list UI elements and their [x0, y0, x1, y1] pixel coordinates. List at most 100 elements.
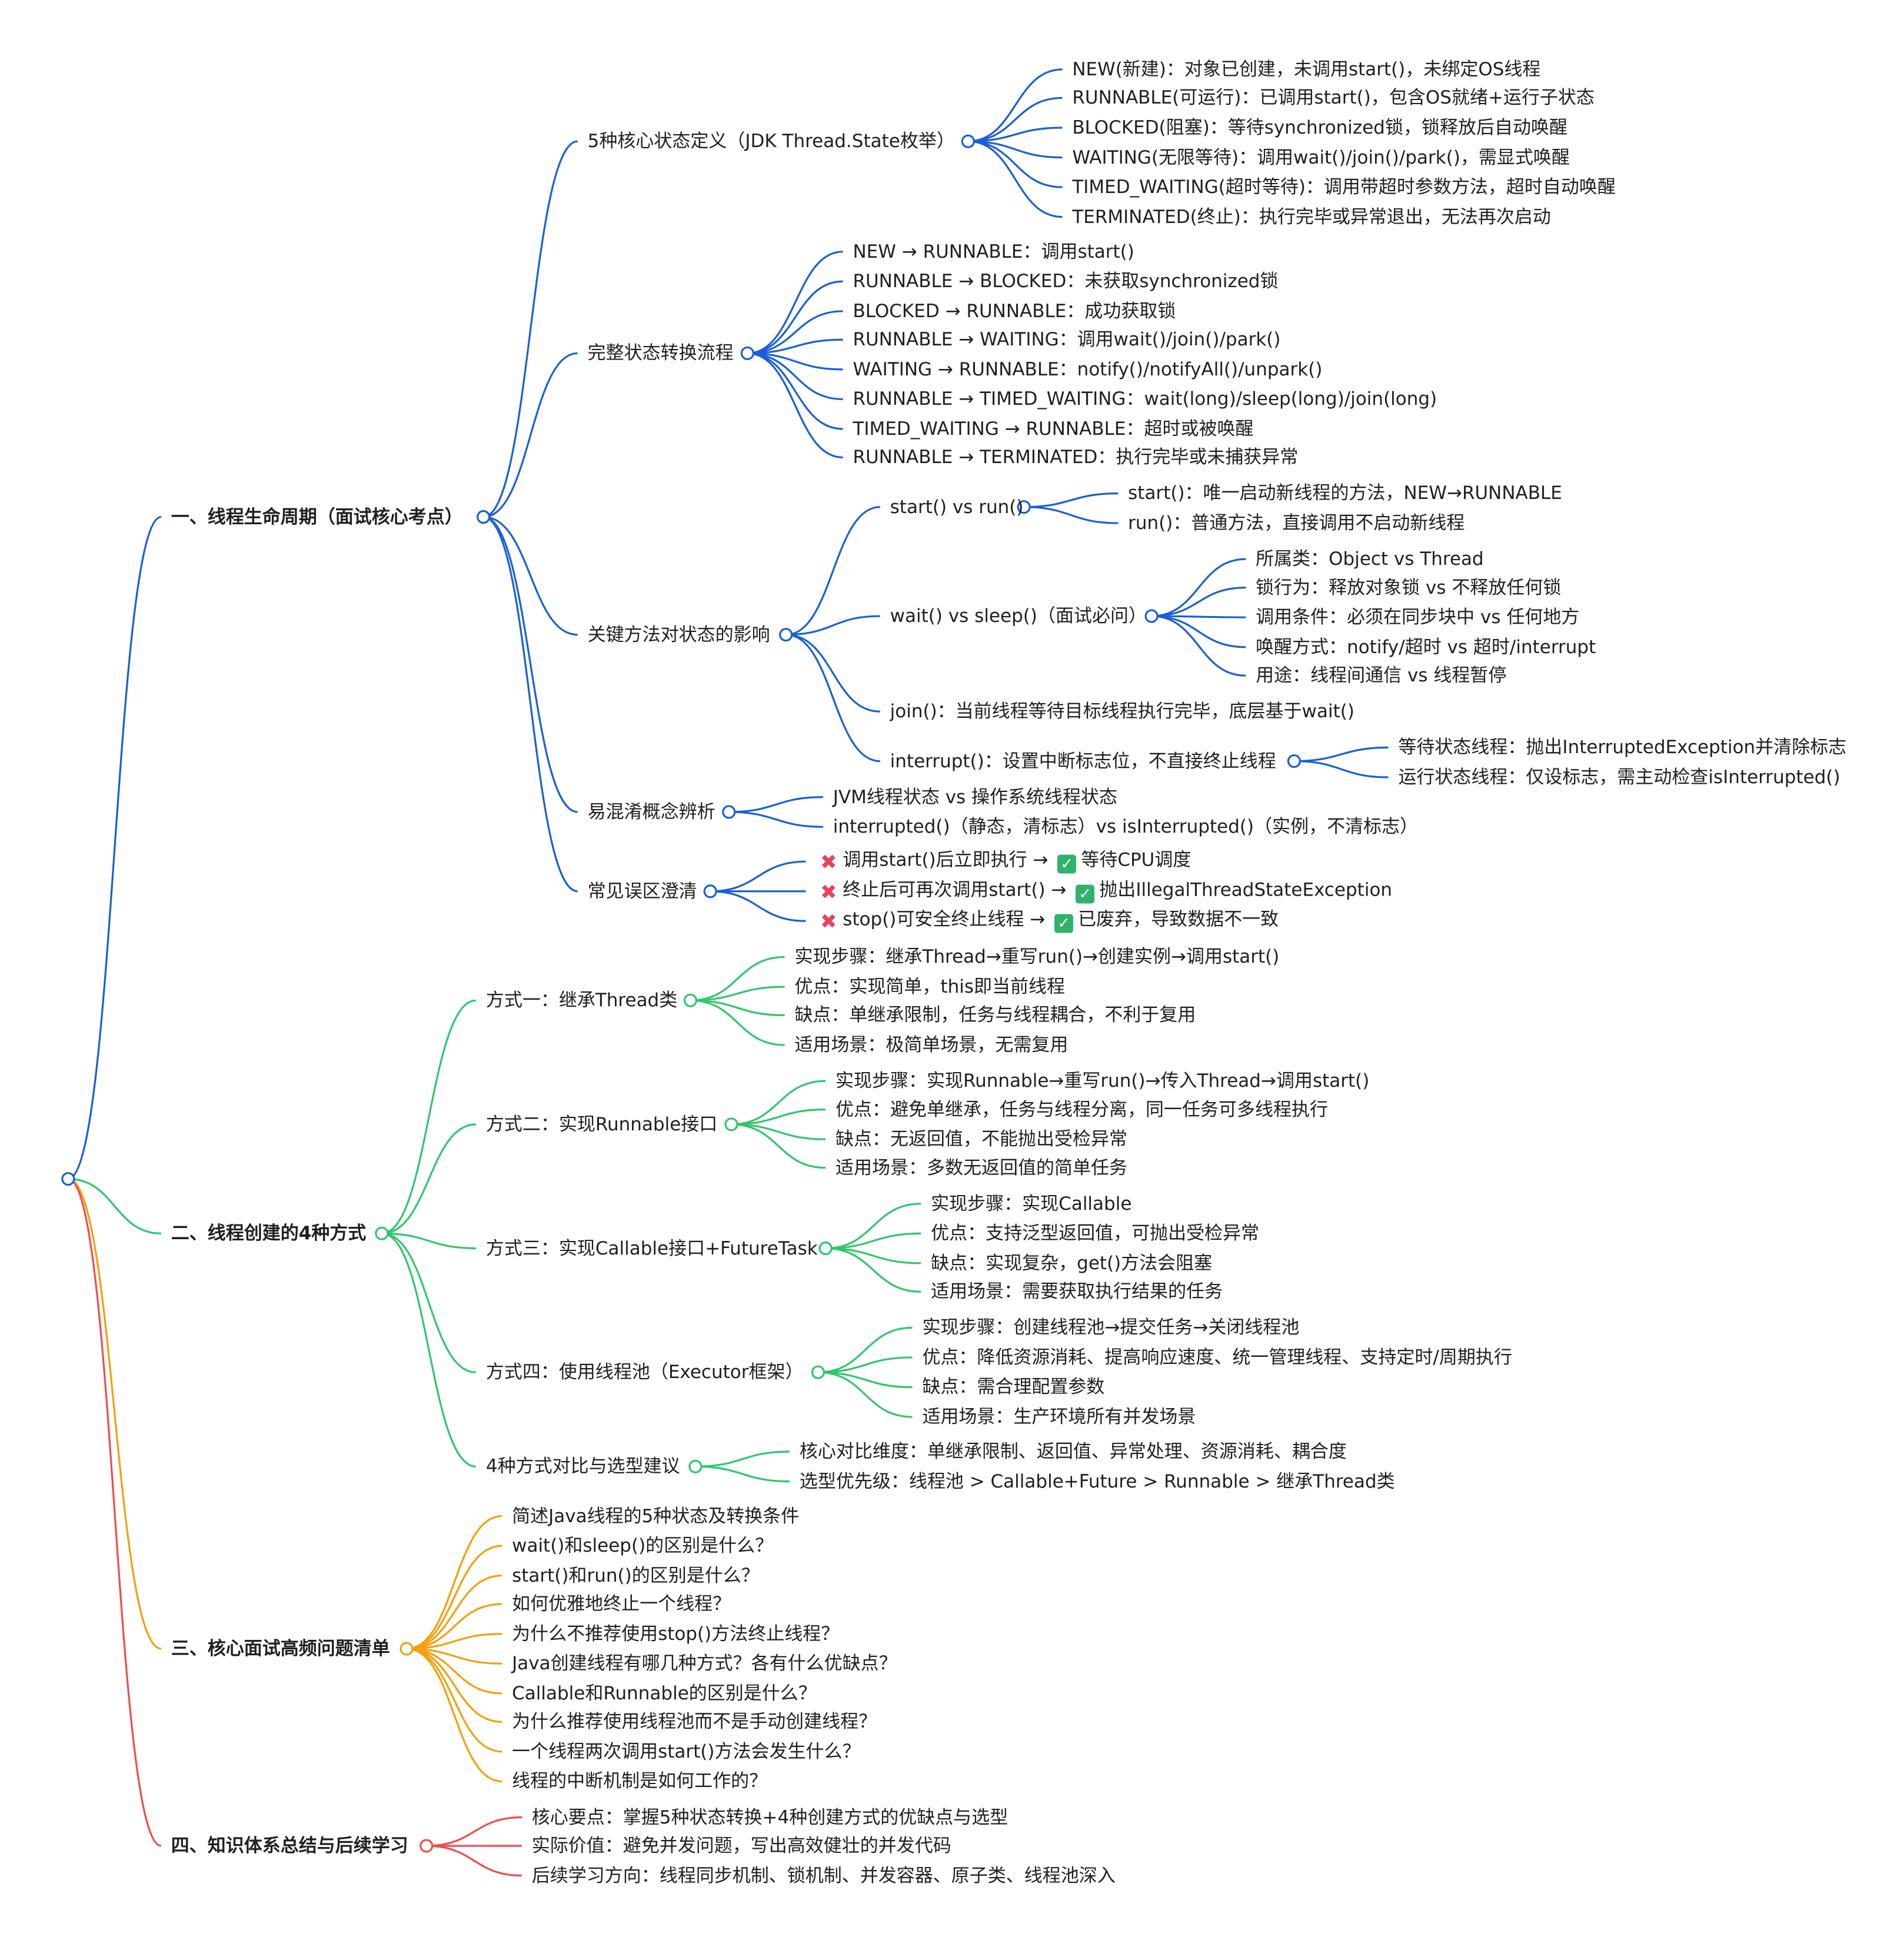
collapse-toggle-0-2-0[interactable] [1017, 500, 1031, 514]
node-0-2-0-0[interactable]: start()：唯一启动新线程的方法，NEW→RUNNABLE [1128, 482, 1562, 504]
collapse-toggle-0-1[interactable] [740, 346, 754, 361]
node-2-7[interactable]: 为什么推荐使用线程池而不是手动创建线程？ [512, 1711, 877, 1733]
collapse-toggle-1-1[interactable] [724, 1117, 738, 1132]
node-0-4-0[interactable]: ✖调用start()后立即执行 → ✓等待CPU调度 [815, 850, 1191, 874]
node-0-2-1-3[interactable]: 唤醒方式：notify/超时 vs 超时/interrupt [1256, 636, 1596, 658]
node-2-0[interactable]: 简述Java线程的5种状态及转换条件 [512, 1505, 800, 1527]
root-node[interactable] [61, 1172, 75, 1186]
node-0-2-1-1[interactable]: 锁行为：释放对象锁 vs 不释放任何锁 [1256, 577, 1562, 598]
node-0-1[interactable]: 完整状态转换流程 [587, 342, 734, 364]
node-0-0-0[interactable]: NEW(新建)：对象已创建，未调用start()，未绑定OS线程 [1072, 58, 1541, 80]
collapse-toggle-1-0[interactable] [683, 993, 698, 1007]
collapse-toggle-1[interactable] [375, 1226, 389, 1240]
node-1-0-2[interactable]: 缺点：单继承限制，任务与线程耦合，不利于复用 [794, 1004, 1196, 1026]
collapse-toggle-0-2-3[interactable] [1287, 754, 1301, 768]
node-0-2-3[interactable]: interrupt()：设置中断标志位，不直接终止线程 [890, 750, 1276, 772]
node-1-1-2[interactable]: 缺点：无返回值，不能抛出受检异常 [835, 1129, 1127, 1150]
node-1-1-3[interactable]: 适用场景：多数无返回值的简单任务 [835, 1157, 1127, 1179]
node-3-0[interactable]: 核心要点：掌握5种状态转换+4种创建方式的优缺点与选型 [531, 1806, 1008, 1828]
node-1[interactable]: 二、线程创建的4种方式 [171, 1223, 367, 1244]
node-0-0-5[interactable]: TERMINATED(终止)：执行完毕或异常退出，无法再次启动 [1072, 206, 1551, 228]
collapse-toggle-0[interactable] [477, 510, 491, 524]
node-0-4-1[interactable]: ✖终止后可再次调用start() → ✓抛出IllegalThreadState… [815, 879, 1392, 904]
node-0-0[interactable]: 5种核心状态定义（JDK Thread.State枚举） [587, 131, 955, 152]
node-1-0-0[interactable]: 实现步骤：继承Thread→重写run()→创建实例→调用start() [794, 946, 1280, 968]
collapse-toggle-3[interactable] [420, 1839, 434, 1853]
node-0-0-1[interactable]: RUNNABLE(可运行)：已调用start()，包含OS就绪+运行子状态 [1072, 87, 1595, 109]
node-1-2-3[interactable]: 适用场景：需要获取执行结果的任务 [931, 1281, 1223, 1303]
collapse-toggle-2[interactable] [400, 1642, 414, 1656]
node-2-2[interactable]: start()和run()的区别是什么？ [512, 1565, 760, 1586]
node-0-2-3-1[interactable]: 运行状态线程：仅设标志，需主动检查isInterrupted() [1398, 766, 1840, 788]
node-0-2-1-2[interactable]: 调用条件：必须在同步块中 vs 任何地方 [1256, 607, 1580, 628]
node-0-3-1[interactable]: interrupted()（静态，清标志）vs isInterrupted()（… [833, 816, 1419, 838]
check-mark-icon: ✓ [1054, 914, 1074, 933]
node-0-1-4[interactable]: WAITING → RUNNABLE：notify()/notifyAll()/… [853, 358, 1323, 380]
node-1-3-2[interactable]: 缺点：需合理配置参数 [922, 1376, 1105, 1398]
collapse-toggle-0-2[interactable] [779, 628, 793, 642]
node-3-2[interactable]: 后续学习方向：线程同步机制、锁机制、并发容器、原子类、线程池深入 [531, 1865, 1116, 1886]
node-1-2-1[interactable]: 优点：支持泛型返回值，可抛出受检异常 [931, 1223, 1260, 1244]
node-3-1[interactable]: 实际价值：避免并发问题，写出高效健壮的并发代码 [531, 1835, 951, 1856]
node-0-2-3-0[interactable]: 等待状态线程：抛出InterruptedException并清除标志 [1398, 737, 1847, 758]
collapse-toggle-1-3[interactable] [811, 1365, 825, 1379]
node-0-1-2[interactable]: BLOCKED → RUNNABLE：成功获取锁 [853, 300, 1176, 322]
node-1-3-0[interactable]: 实现步骤：创建线程池→提交任务→关闭线程池 [922, 1317, 1300, 1339]
node-0-4-2[interactable]: ✖stop()可安全终止线程 → ✓已废弃，导致数据不一致 [815, 909, 1279, 933]
node-1-0-1[interactable]: 优点：实现简单，this即当前线程 [794, 976, 1066, 997]
node-0-1-0[interactable]: NEW → RUNNABLE：调用start() [853, 241, 1134, 262]
collapse-toggle-0-3[interactable] [722, 805, 736, 819]
edge-2-8 [407, 1648, 502, 1753]
node-0-1-3[interactable]: RUNNABLE → WAITING：调用wait()/join()/park(… [853, 329, 1281, 351]
node-2-4[interactable]: 为什么不推荐使用stop()方法终止线程？ [512, 1623, 840, 1645]
node-0[interactable]: 一、线程生命周期（面试核心考点） [171, 506, 463, 528]
node-1-2[interactable]: 方式三：实现Callable接口+FutureTask [485, 1237, 818, 1259]
node-0-1-5[interactable]: RUNNABLE → TIMED_WAITING：wait(long)/slee… [853, 388, 1437, 410]
node-0-2-0-1[interactable]: run()：普通方法，直接调用不启动新线程 [1128, 513, 1465, 534]
node-2-3[interactable]: 如何优雅地终止一个线程？ [512, 1593, 731, 1615]
node-1-2-0[interactable]: 实现步骤：实现Callable [931, 1193, 1132, 1214]
node-0-2-1-4[interactable]: 用途：线程间通信 vs 线程暂停 [1256, 665, 1507, 687]
node-0-3-0[interactable]: JVM线程状态 vs 操作系统线程状态 [833, 786, 1118, 808]
edge-0-1-6 [747, 352, 843, 430]
edge-0-2-0-1 [1024, 506, 1119, 524]
node-1-1-1[interactable]: 优点：避免单继承，任务与线程分离，同一任务可多线程执行 [835, 1099, 1328, 1120]
node-2-6[interactable]: Callable和Runnable的区别是什么？ [512, 1682, 817, 1704]
node-1-4-1[interactable]: 选型优先级：线程池 > Callable+Future > Runnable >… [799, 1470, 1395, 1492]
node-0-4[interactable]: 常见误区澄清 [587, 880, 697, 902]
node-1-4-0[interactable]: 核心对比维度：单继承限制、返回值、异常处理、资源消耗、耦合度 [799, 1441, 1347, 1463]
node-0-0-2[interactable]: BLOCKED(阻塞)：等待synchronized锁，锁释放后自动唤醒 [1072, 117, 1567, 138]
node-2-9[interactable]: 线程的中断机制是如何工作的？ [512, 1771, 768, 1792]
node-0-2-1[interactable]: wait() vs sleep()（面试必问） [890, 605, 1147, 627]
collapse-toggle-1-4[interactable] [688, 1459, 703, 1473]
node-1-0[interactable]: 方式一：继承Thread类 [485, 990, 678, 1011]
node-0-1-7[interactable]: RUNNABLE → TERMINATED：执行完毕或未捕获异常 [853, 447, 1299, 468]
node-1-3-1[interactable]: 优点：降低资源消耗、提高响应速度、统一管理线程、支持定时/周期执行 [922, 1346, 1512, 1368]
node-2-1[interactable]: wait()和sleep()的区别是什么？ [512, 1535, 774, 1557]
node-1-1-0[interactable]: 实现步骤：实现Runnable→重写run()→传入Thread→调用start… [835, 1070, 1370, 1092]
collapse-toggle-1-2[interactable] [818, 1241, 833, 1256]
node-1-1[interactable]: 方式二：实现Runnable接口 [485, 1113, 718, 1135]
node-2-5[interactable]: Java创建线程有哪几种方式？各有什么优缺点？ [512, 1653, 897, 1675]
node-0-2-2[interactable]: join()：当前线程等待目标线程执行完毕，底层基于wait() [890, 701, 1354, 723]
edge-1-2-3 [825, 1247, 921, 1293]
node-2-8[interactable]: 一个线程两次调用start()方法会发生什么？ [512, 1741, 861, 1762]
collapse-toggle-0-4[interactable] [703, 884, 717, 899]
node-2[interactable]: 三、核心面试高频问题清单 [171, 1638, 390, 1659]
node-0-1-1[interactable]: RUNNABLE → BLOCKED：未获取synchronized锁 [853, 271, 1279, 292]
node-1-3[interactable]: 方式四：使用线程池（Executor框架） [485, 1362, 804, 1383]
node-0-1-6[interactable]: TIMED_WAITING → RUNNABLE：超时或被唤醒 [853, 418, 1254, 440]
node-0-0-4[interactable]: TIMED_WAITING(超时等待)：调用带超时参数方法，超时自动唤醒 [1072, 177, 1616, 198]
node-0-2[interactable]: 关键方法对状态的影响 [587, 624, 770, 645]
collapse-toggle-0-2-1[interactable] [1144, 609, 1159, 623]
node-1-0-3[interactable]: 适用场景：极简单场景，无需复用 [794, 1034, 1068, 1056]
node-3[interactable]: 四、知识体系总结与后续学习 [171, 1835, 408, 1856]
node-1-4[interactable]: 4种方式对比与选型建议 [485, 1456, 680, 1478]
node-1-3-3[interactable]: 适用场景：生产环境所有并发场景 [922, 1406, 1196, 1428]
node-0-0-3[interactable]: WAITING(无限等待)：调用wait()/join()/park()，需显式… [1072, 147, 1570, 168]
node-0-2-0[interactable]: start() vs run() [890, 496, 1024, 518]
node-0-2-1-0[interactable]: 所属类：Object vs Thread [1256, 548, 1484, 570]
node-0-3[interactable]: 易混淆概念辨析 [587, 801, 715, 823]
node-1-2-2[interactable]: 缺点：实现复杂，get()方法会阻塞 [931, 1252, 1213, 1274]
collapse-toggle-0-0[interactable] [961, 134, 975, 148]
